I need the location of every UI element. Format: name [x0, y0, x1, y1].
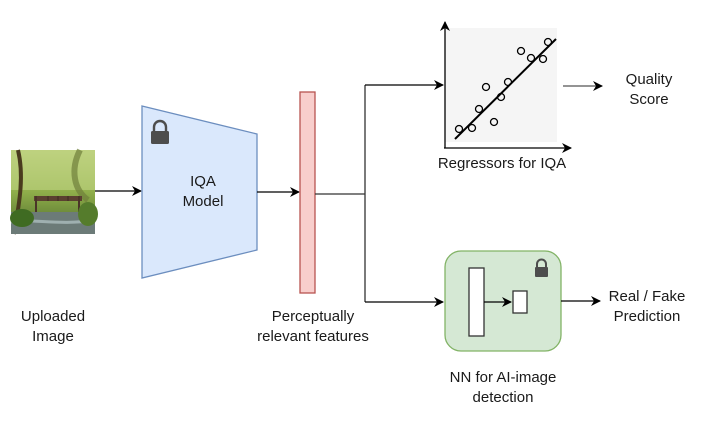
iqa-model-label-line2: Model: [182, 193, 224, 210]
prediction-label-line2: Prediction: [613, 308, 681, 325]
detector-nn-block: [444, 250, 562, 352]
detector-label: NN for AI-image detection: [420, 368, 586, 408]
detector-lock-icon: [535, 258, 548, 277]
quality-score-line1: Quality: [625, 71, 673, 88]
quality-score-label: Quality Score: [604, 70, 694, 110]
iqa-model-label-line1: IQA: [190, 173, 216, 190]
detector-hidden-layer: [468, 267, 485, 337]
regression-line: [454, 38, 557, 140]
scatter-point: [526, 53, 536, 63]
scatter-point: [516, 46, 526, 56]
scatter-point: [543, 37, 553, 47]
detector-label-line1: NN for AI-image: [449, 369, 557, 386]
scatter-point: [496, 92, 506, 102]
scatter-point: [538, 54, 548, 64]
regressor-label: Regressors for IQA: [420, 154, 584, 174]
regressor-plot: [440, 21, 572, 153]
iqa-model-label: IQA Model: [173, 172, 233, 212]
scatter-point: [489, 117, 499, 127]
features-label-line2: relevant features: [257, 328, 369, 345]
scatter-point: [467, 123, 477, 133]
quality-score-line2: Score: [629, 91, 669, 108]
prediction-label-line1: Real / Fake: [608, 288, 686, 305]
iqa-model-block: [141, 105, 258, 279]
scatter-point: [474, 104, 484, 114]
regressor-label-text: Regressors for IQA: [437, 155, 567, 172]
uploaded-image-label-line2: Image: [32, 328, 74, 345]
prediction-label: Real / Fake Prediction: [598, 287, 696, 327]
branch-connector: [315, 80, 444, 307]
uploaded-image-label-line1: Uploaded: [20, 308, 86, 325]
detector-output-node: [512, 290, 528, 314]
detector-label-line2: detection: [472, 389, 534, 406]
iqa-lock-icon: [151, 119, 169, 144]
scatter-point: [454, 124, 464, 134]
uploaded-image-thumbnail: [10, 148, 98, 235]
scatter-point: [481, 82, 491, 92]
feature-vector-block: [299, 91, 316, 294]
uploaded-image-label: Uploaded Image: [0, 307, 106, 347]
features-label: Perceptually relevant features: [233, 307, 393, 347]
features-label-line1: Perceptually: [271, 308, 355, 325]
scatter-point: [503, 77, 513, 87]
